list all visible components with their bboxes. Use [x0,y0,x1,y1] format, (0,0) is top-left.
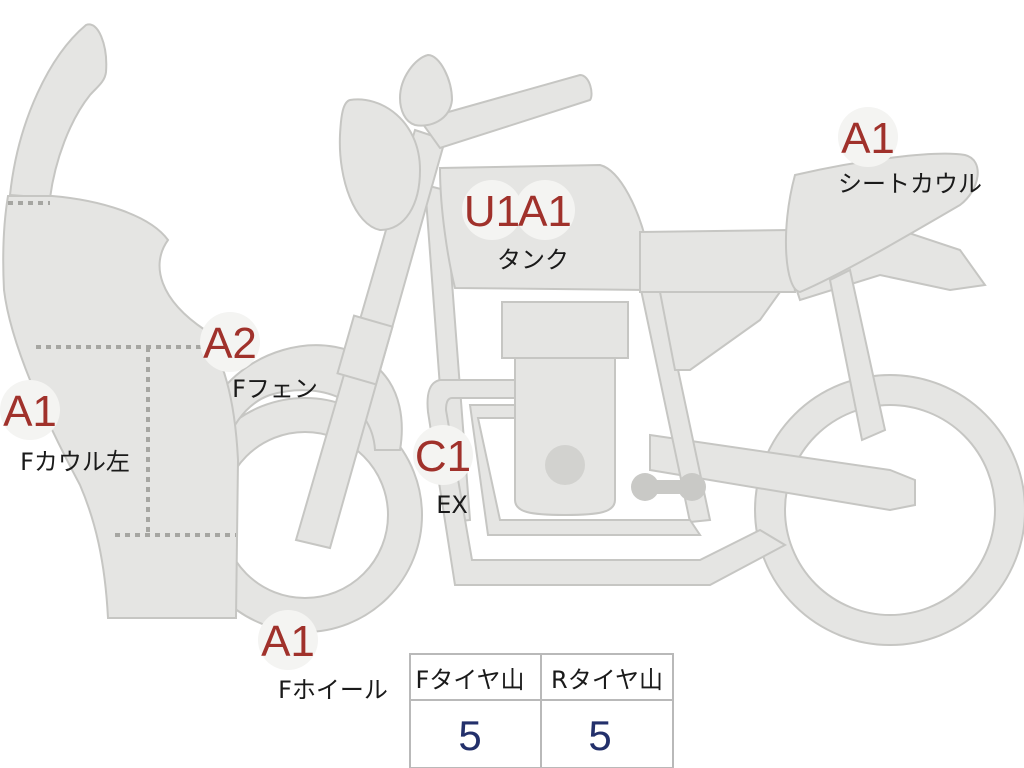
rear-wheel-edge [754,374,1024,646]
front-fender-grade-disc [200,312,260,372]
exhaust-grade: C1 [415,432,471,481]
mirror-shape [398,53,454,127]
rear-wheel-shape [755,375,1024,645]
tank-grade-disc [462,180,522,240]
front-cowl-left-grade-disc [0,380,60,440]
engine-top-shape [501,301,629,359]
front-cowl-left-label: Fカウル左 [20,448,130,476]
tank-grade: A1 [518,187,572,236]
tank-label: タンク [497,246,569,274]
foot-peg-end-right [678,473,706,501]
handlebar-shape [418,73,593,150]
front-wheel-grade-disc [258,610,318,670]
seat-shape [639,228,797,293]
rear-tread-value: 5 [588,712,611,759]
rear-tread-header: Rタイヤ山 [551,666,663,694]
fork-slider-shape [336,314,394,386]
engine-cover-shape [545,445,585,485]
tread-table: Fタイヤ山 Rタイヤ山 5 5 [409,653,674,768]
tank-grade: U1 [464,187,520,236]
engine-block-shape [514,357,616,517]
seat-cowl-shape [784,152,979,294]
headlight-shape [338,98,422,232]
seat-cowl-grade-disc [838,107,898,167]
front-cowl-shape [2,195,240,619]
exhaust-label: EX [436,491,468,519]
rear-wheel-edge-inner [784,404,996,616]
side-panel-shape [658,291,782,371]
swing-arm-shape [649,433,916,512]
front-fender-label: Fフェン [232,375,318,403]
front-tread-header: Fタイヤ山 [415,666,524,694]
front-cowl-left-grade: A1 [3,387,57,436]
foot-peg-end-left [631,473,659,501]
motorcycle-silhouette [2,23,1024,646]
exhaust-grade-disc [413,425,473,485]
front-wheel-grade: A1 [261,617,315,666]
front-tread-value: 5 [458,712,481,759]
seat-cowl-grade: A1 [841,114,895,163]
tank-grade-disc [515,180,575,240]
rear-strut-shape [828,268,887,442]
windscreen-shape [8,23,108,200]
front-wheel-label: Fホイール [278,676,388,704]
front-fender-grade: A2 [203,319,257,368]
exhaust-pipe-outer [426,379,788,586]
seat-cowl-label: シートカウル [838,170,982,198]
